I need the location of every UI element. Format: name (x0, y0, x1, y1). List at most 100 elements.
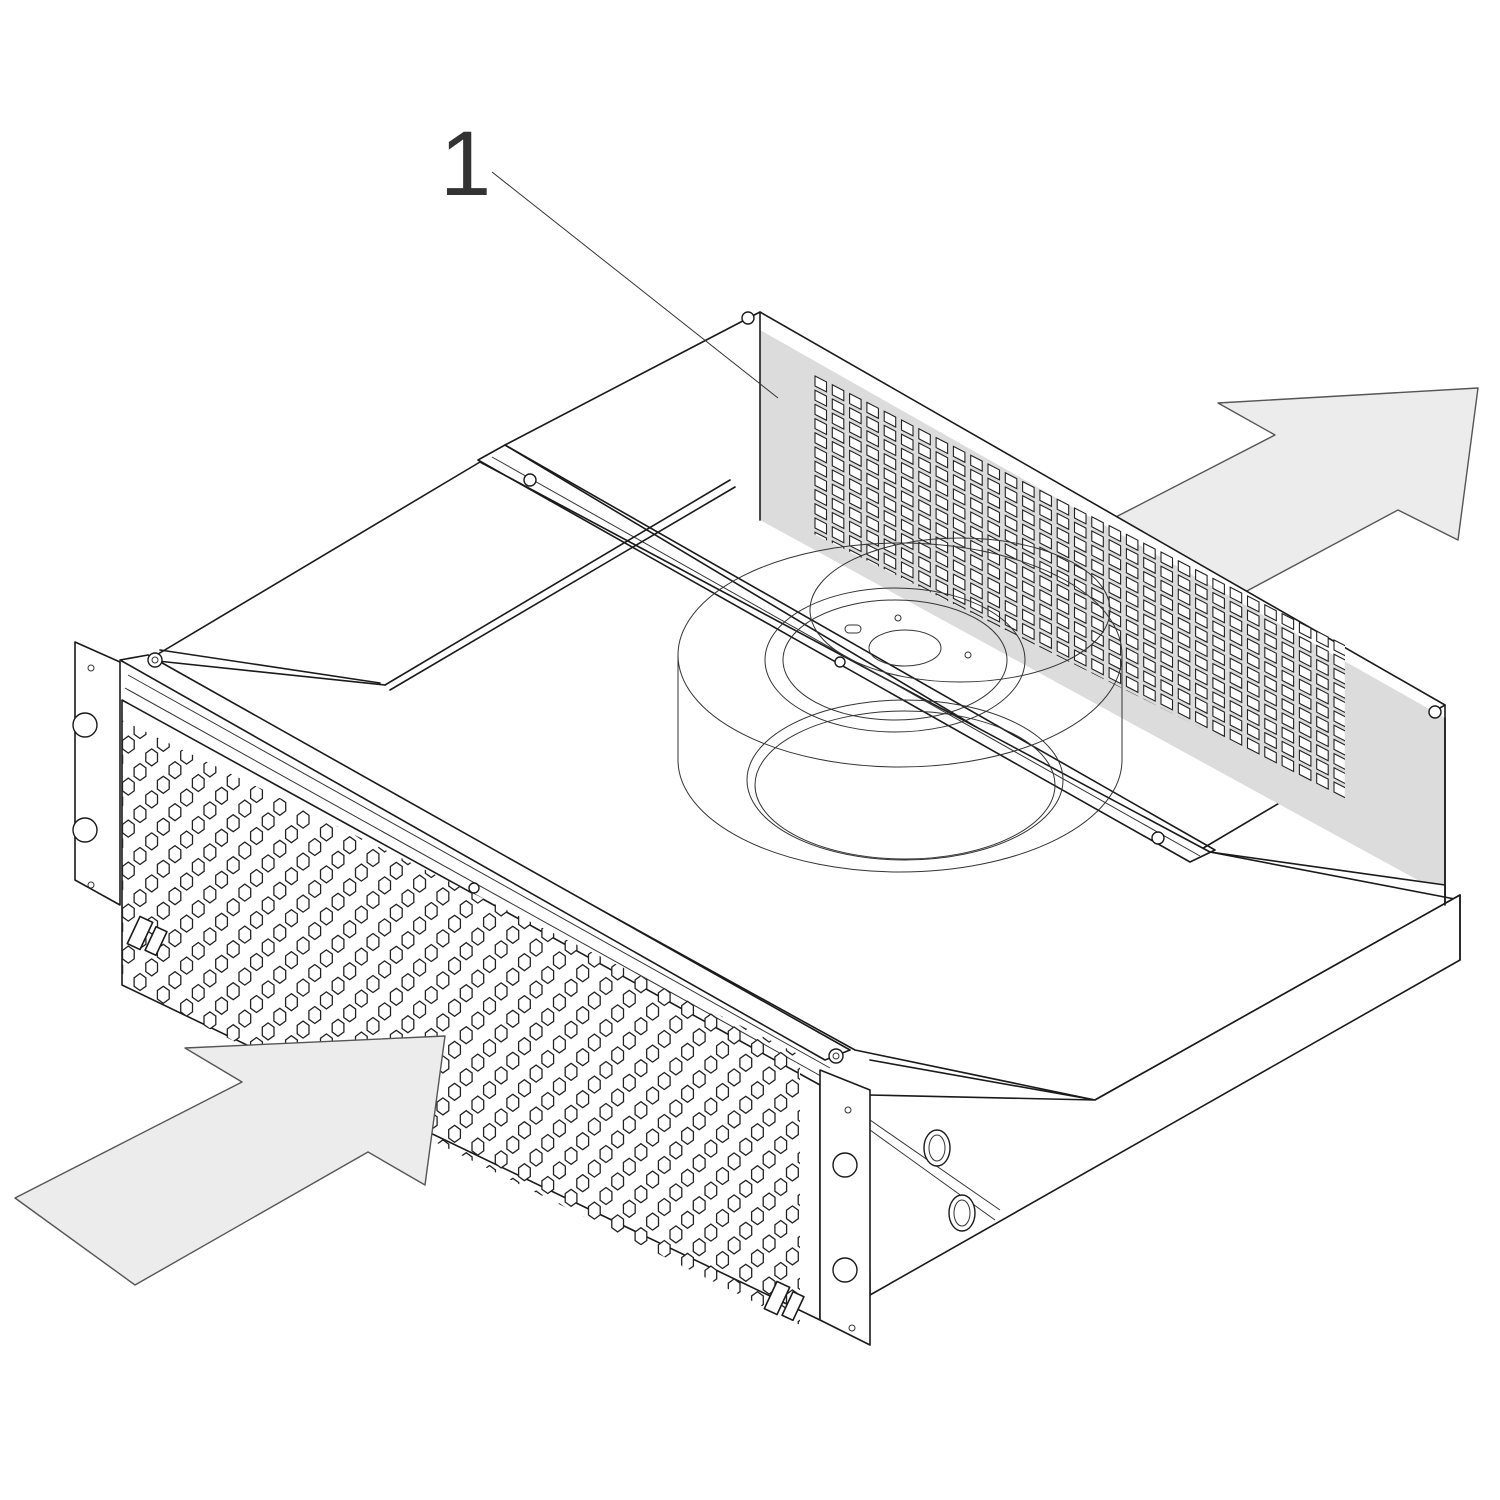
grille-hole (133, 804, 147, 824)
grille-hole (436, 887, 450, 906)
grille-hole (249, 742, 264, 762)
grille-hole (752, 1334, 764, 1351)
grille-hole (308, 921, 322, 941)
grille-hole (715, 1250, 730, 1270)
grille-hole (576, 1131, 590, 1151)
grille-hole (704, 1307, 718, 1325)
grille-hole (378, 1002, 392, 1021)
grille-hole (180, 998, 194, 1017)
grille-hole (541, 1091, 555, 1111)
grille-hole (727, 1194, 741, 1213)
grille-hole (552, 1119, 566, 1138)
vent-hole (831, 383, 845, 402)
vent-hole (814, 502, 828, 521)
grille-hole (587, 1201, 601, 1220)
vent-hole (1108, 666, 1122, 685)
vent-hole (866, 472, 879, 491)
grille-hole (564, 1272, 578, 1292)
grille-hole (785, 1121, 799, 1140)
vent-hole (1195, 639, 1208, 658)
radial-fan (677, 537, 1123, 873)
grille-hole (845, 1385, 857, 1402)
vent-hole (1073, 620, 1087, 639)
vent-hole (1143, 556, 1156, 575)
grille-hole (296, 978, 310, 997)
grille-hole (517, 1120, 531, 1140)
grille-hole (215, 996, 229, 1016)
grille-hole (541, 1217, 555, 1237)
grille-hole (366, 890, 380, 910)
vent-hole (866, 543, 879, 562)
vent-hole (1195, 682, 1208, 701)
grille-hole (122, 1029, 135, 1048)
grille-hole (797, 1148, 800, 1168)
grille-hole (775, 1389, 787, 1406)
grille-hole (599, 1270, 613, 1290)
vent-hole (1039, 503, 1052, 522)
vent-hole (1195, 696, 1208, 715)
grille-hole (692, 1027, 706, 1047)
grille-hole (506, 967, 520, 987)
vent-hole (1246, 595, 1260, 613)
vent-hole (1160, 678, 1174, 697)
grille-hole (168, 886, 182, 906)
vent-hole (1125, 604, 1139, 623)
grille-hole (646, 1002, 660, 1021)
vent-hole (1125, 547, 1139, 566)
grille-hole (634, 974, 648, 994)
grille-hole (622, 1157, 636, 1177)
vent-hole (900, 532, 914, 551)
grille-hole (682, 1337, 694, 1354)
vent-hole (1281, 669, 1295, 688)
grille-hole (587, 991, 601, 1010)
grille-hole (762, 1234, 776, 1253)
vent-hole (1056, 583, 1070, 602)
vent-hole (1316, 672, 1329, 691)
grille-hole (389, 945, 403, 965)
grille-hole (424, 985, 438, 1005)
vent-hole (1177, 659, 1191, 678)
vent-hole (1056, 540, 1070, 559)
vent-hole (831, 511, 845, 530)
grille-hole (482, 996, 497, 1016)
grille-hole (284, 824, 298, 844)
vent-hole (814, 375, 828, 393)
vent-hole (1177, 645, 1191, 663)
vent-hole (1125, 675, 1139, 694)
grille-hole (261, 938, 275, 957)
grille-hole (657, 1029, 671, 1049)
grille-hole (482, 1206, 497, 1226)
vent-hole (1022, 537, 1035, 556)
grille-hole (657, 987, 671, 1007)
grille-hole (634, 1016, 648, 1036)
grille-hole (634, 1058, 648, 1078)
callout-leader-1 (491, 171, 779, 399)
grille-hole (424, 1195, 438, 1215)
vent-hole (987, 519, 1001, 538)
grille-hole (156, 775, 170, 795)
grille-hole (401, 888, 415, 908)
vent-hole (1004, 500, 1018, 519)
grille-hole (798, 1359, 810, 1376)
grille-hole (133, 846, 147, 866)
grille-hole (366, 974, 380, 994)
grille-hole (494, 898, 508, 917)
grille-hole (482, 912, 497, 932)
vent-hole (849, 421, 862, 439)
grille-hole (238, 841, 252, 860)
grille-hole (611, 1088, 625, 1107)
vent-hole (1108, 581, 1122, 600)
vent-hole (1229, 657, 1243, 676)
grille-hole (715, 1292, 730, 1312)
grille-hole (506, 1219, 520, 1239)
vent-hole (1073, 507, 1087, 525)
grille-hole (122, 1001, 124, 1021)
grille-hole (564, 978, 578, 998)
vent-hole (1177, 687, 1191, 706)
vent-hole (866, 444, 879, 462)
vent-hole (918, 513, 931, 531)
vent-hole (1073, 592, 1087, 611)
vent-hole (1195, 611, 1208, 630)
grille-hole (494, 940, 508, 959)
vent-hole (1125, 618, 1139, 637)
